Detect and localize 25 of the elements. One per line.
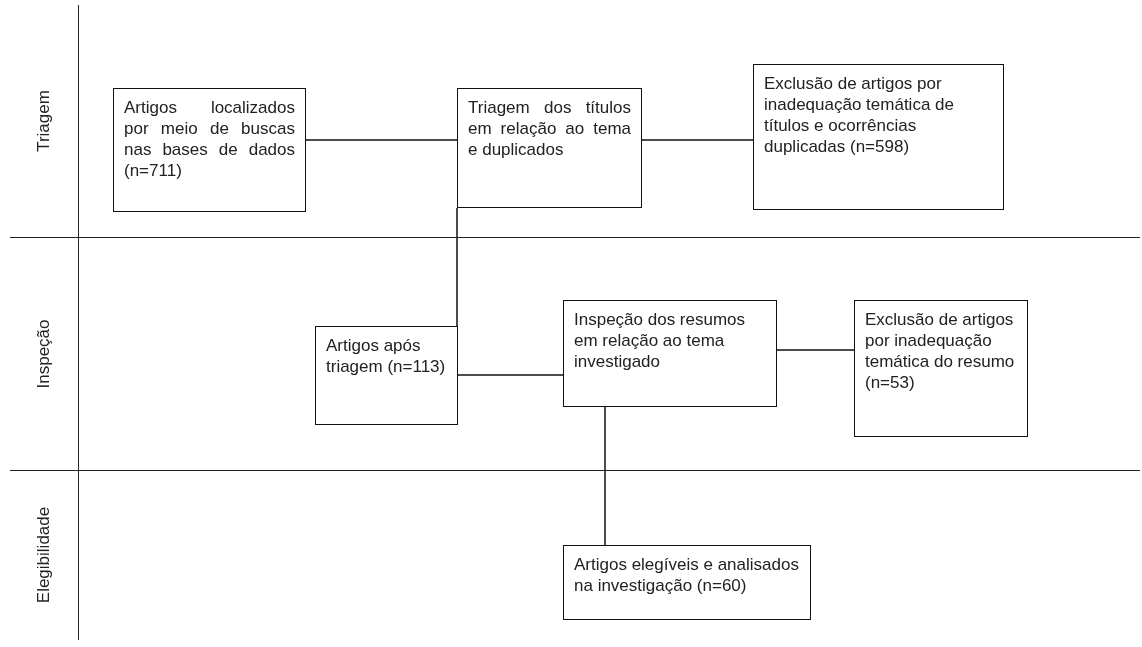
- box-text: Triagem dos títulos em relação ao tema e duplicados: [468, 98, 631, 159]
- box-text: Artigos após triagem (n=113): [326, 336, 446, 376]
- connector-line: [305, 139, 458, 141]
- connector-line: [456, 207, 458, 327]
- box-text: Artigos localizados por meio de buscas nas bases de dados (n=711): [124, 98, 295, 180]
- process-box: [563, 545, 811, 620]
- process-box: [563, 300, 777, 407]
- process-box: [457, 88, 642, 208]
- box-text: Inspeção dos resumos em relação ao tema investigado: [574, 310, 746, 371]
- connector-line: [776, 349, 855, 351]
- box-text: Artigos elegíveis e analisados na investigação (n=60): [574, 555, 799, 595]
- process-box: [315, 326, 458, 425]
- process-box: [753, 64, 1004, 210]
- process-box: [113, 88, 306, 212]
- box-text: Exclusão de artigos por inadequação temática do resumo (n=53): [865, 310, 1015, 392]
- connector-line: [457, 374, 564, 376]
- process-box: [854, 300, 1028, 437]
- lane-label: Triagem: [34, 90, 54, 152]
- lane-label: Elegibilidade: [34, 506, 54, 604]
- connector-line: [604, 406, 606, 546]
- connector-line: [641, 139, 754, 141]
- swimlane-band: [10, 237, 1140, 471]
- swimlane-band: [10, 5, 1140, 238]
- lane-label: Inspeção: [34, 319, 54, 388]
- box-text: Exclusão de artigos por inadequação temática de títulos e ocorrências duplicadas (n=598): [764, 74, 954, 156]
